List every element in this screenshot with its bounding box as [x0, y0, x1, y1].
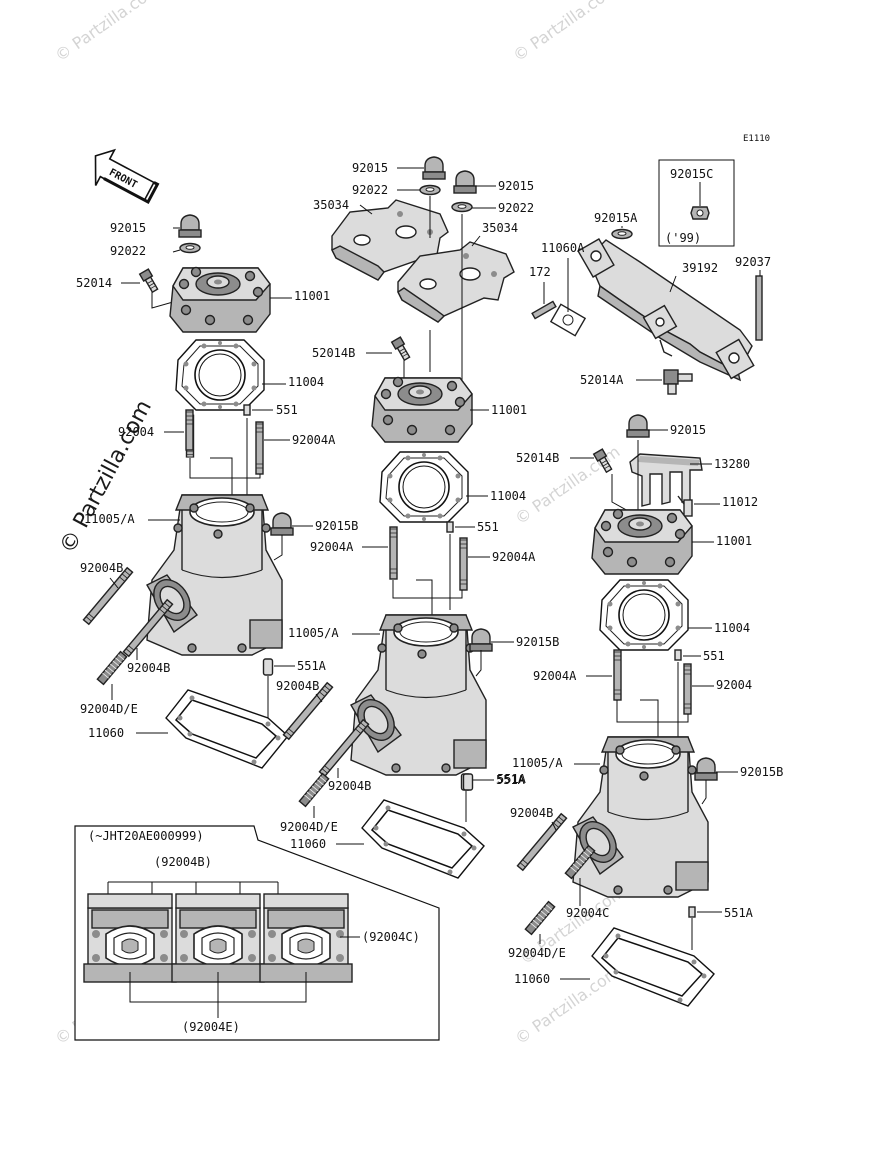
inset-label-e: (92004E) — [182, 1020, 240, 1034]
part-label: 92015 — [498, 179, 534, 193]
part-label: 551 — [477, 520, 499, 534]
copyright-watermark: © Partzilla.com — [55, 396, 157, 558]
part-label: 11001 — [716, 534, 752, 548]
part-label: 11004 — [288, 375, 324, 389]
part-label: 92022 — [352, 183, 388, 197]
part-label: 551 — [276, 403, 298, 417]
inset-title: (~JHT20AE000999) — [88, 829, 204, 843]
part-label: 11005/A — [288, 626, 339, 640]
part-label: 92004D/E — [280, 820, 338, 834]
part-label: 92015 — [670, 423, 706, 437]
part-label: 11060 — [514, 972, 550, 986]
part-label: 11001 — [491, 403, 527, 417]
sensor-11012 — [677, 495, 693, 517]
part-label: 92037 — [735, 255, 771, 269]
part-label: 11060A — [541, 241, 585, 255]
fitting-52014a — [663, 369, 693, 395]
part-label: 11012 — [722, 495, 758, 509]
part-label: 92015 — [110, 221, 146, 235]
part-label: 35034 — [482, 221, 518, 235]
watermark: © Partzilla.com — [51, 0, 163, 65]
part-label: 92015C — [670, 167, 713, 181]
part-label: 35034 — [313, 198, 349, 212]
part-label: 92015B — [315, 519, 358, 533]
inset-label-c: (92004C) — [362, 930, 420, 944]
part-label: 92004D/E — [80, 702, 138, 716]
part-label: 52014A — [580, 373, 624, 387]
part-label: 92004C — [566, 906, 609, 920]
part-label: 92015 — [352, 161, 388, 175]
part-label: 92004A — [292, 433, 336, 447]
part-label: 92004B — [276, 679, 319, 693]
part-label: 92015B — [740, 765, 783, 779]
part-label: 52014B — [312, 346, 355, 360]
part-label: 92004D/E — [508, 946, 566, 960]
part-label: 551 — [703, 649, 725, 663]
part-label: 13280 — [714, 457, 750, 471]
part-label: 52014B — [516, 451, 559, 465]
part-label: 92004A — [492, 550, 536, 564]
diagram-code: E1110 — [743, 134, 770, 144]
watermark: © Partzilla.com — [509, 0, 621, 65]
part-label: 92004B — [127, 661, 170, 675]
part-label: 551A — [496, 773, 526, 787]
part-label: 551A — [297, 659, 327, 673]
part-label: 92004A — [310, 540, 354, 554]
bracket-35034 — [331, 199, 449, 281]
part-label: 39192 — [682, 261, 718, 275]
front-arrow-icon: FRONT — [94, 148, 160, 204]
gasket-11060a — [549, 303, 587, 337]
part-label: 92022 — [110, 244, 146, 258]
part-label: 92015B — [516, 635, 559, 649]
part-label: 11005/A — [84, 512, 135, 526]
box-99: 92015C ('99) — [658, 159, 735, 247]
part-label: 11005/A — [512, 756, 563, 770]
part-label: 92022 — [498, 201, 534, 215]
part-label: 92004 — [118, 425, 154, 439]
part-label: 172 — [529, 265, 551, 279]
part-label: 92004B — [328, 779, 371, 793]
inset-box: (~JHT20AE000999) (92004B) (92004C) (9200… — [74, 825, 440, 1041]
part-label: 551A — [497, 772, 527, 786]
part-label: 11060 — [88, 726, 124, 740]
note-99: ('99) — [665, 231, 701, 245]
part-label: 11001 — [294, 289, 330, 303]
part-label: 92004 — [716, 678, 752, 692]
part-label: 11004 — [714, 621, 750, 635]
part-label: 11060 — [290, 837, 326, 851]
water-pipe-39192 — [577, 238, 755, 382]
inset-label-b: (92004B) — [154, 855, 212, 869]
part-label: 92004A — [533, 669, 577, 683]
part-label: 92004B — [510, 806, 553, 820]
part-label: 11004 — [490, 489, 526, 503]
part-label: 92004B — [80, 561, 123, 575]
part-label: 551A — [724, 906, 754, 920]
bracket-13280 — [629, 453, 703, 507]
part-label: 52014 — [76, 276, 112, 290]
part-label: 92015A — [594, 211, 638, 225]
